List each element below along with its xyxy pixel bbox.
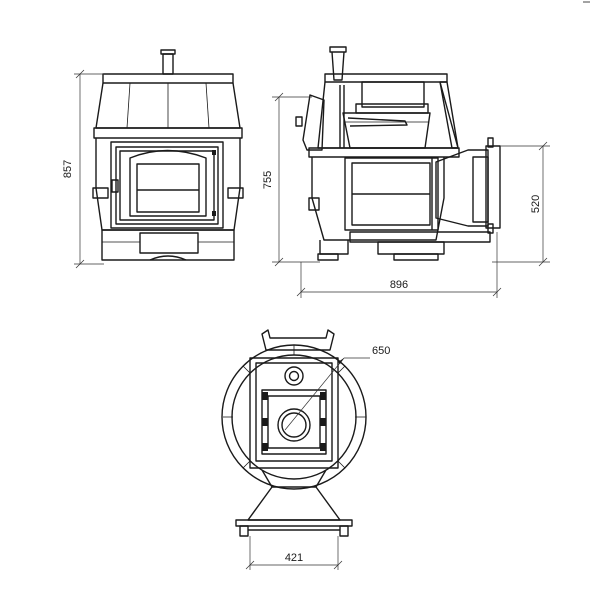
side-view [272, 46, 550, 298]
side-belt-band [308, 147, 460, 158]
top-chimney-inner [288, 370, 300, 382]
side-top-rim [324, 73, 448, 83]
top-flue-outer [277, 408, 311, 442]
dim-top-diameter: 650 [372, 345, 390, 357]
side-water-tank [361, 81, 425, 108]
front-door [115, 146, 219, 225]
top-flue-inner [281, 412, 307, 438]
top-body-block [249, 357, 339, 469]
front-door-handle [111, 179, 119, 193]
front-door-frame [110, 141, 224, 229]
top-tunnel [247, 486, 341, 521]
front-view [74, 49, 244, 269]
side-lower-body [311, 157, 445, 241]
front-base [101, 229, 235, 261]
dim-top-width: 421 [285, 552, 303, 564]
top-chimney-outer [284, 366, 304, 386]
side-furnace-cylinder [344, 157, 439, 231]
top-front-flange [235, 519, 353, 527]
side-door-block [302, 94, 325, 151]
dim-side-height: 755 [262, 171, 274, 189]
side-lever [347, 117, 408, 127]
dim-front-height: 857 [62, 160, 74, 178]
front-chimney [162, 53, 174, 75]
side-chimney [331, 51, 345, 81]
front-ash-door [139, 232, 199, 254]
top-view [221, 329, 370, 570]
dim-side-right-height: 520 [530, 195, 542, 213]
dim-side-width: 896 [390, 279, 408, 291]
front-top-rim [102, 73, 234, 84]
top-rear-bracket [261, 329, 335, 351]
side-chimney-cap [329, 46, 347, 53]
front-belt-band [93, 127, 243, 139]
top-tank-frame [261, 389, 327, 455]
side-door-handle [295, 116, 303, 127]
front-door-window [129, 149, 207, 217]
